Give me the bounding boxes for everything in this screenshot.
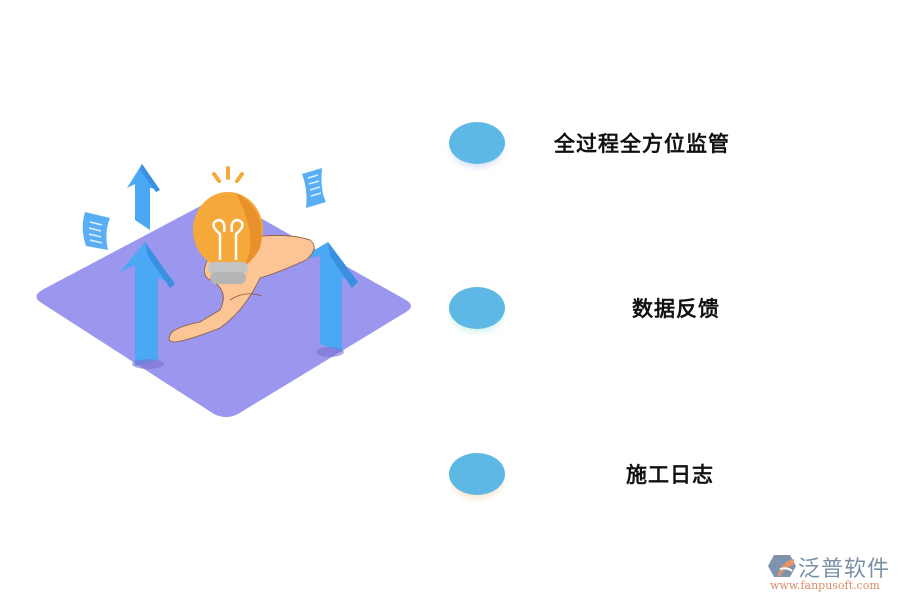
feature-label: 数据反馈 xyxy=(632,297,720,321)
feature-item-supervision: 全过程全方位监管 xyxy=(446,118,866,168)
feature-item-data-feedback: 数据反馈 xyxy=(446,283,866,333)
logo-url: www.fanpusoft.com xyxy=(770,579,880,592)
arrow-up-icon xyxy=(120,242,175,369)
idea-illustration xyxy=(30,160,420,430)
feature-label: 施工日志 xyxy=(626,463,714,487)
arrow-up-icon xyxy=(298,242,358,357)
lightbulb-icon xyxy=(193,166,263,284)
logo-name: 泛普软件 xyxy=(798,557,891,582)
arrow-up-icon xyxy=(127,164,160,230)
bullet-dot xyxy=(449,122,505,164)
document-icon xyxy=(82,212,110,250)
bullet-dot xyxy=(449,453,505,495)
document-icon xyxy=(302,168,326,208)
hand-icon xyxy=(168,235,315,343)
brand-logo: 泛普软件 www.fanpusoft.com xyxy=(768,551,898,592)
feature-label: 全过程全方位监管 xyxy=(554,132,730,156)
feature-item-construction-log: 施工日志 xyxy=(446,449,866,499)
logo-mark-icon xyxy=(768,555,796,577)
bullet-dot xyxy=(449,287,505,329)
